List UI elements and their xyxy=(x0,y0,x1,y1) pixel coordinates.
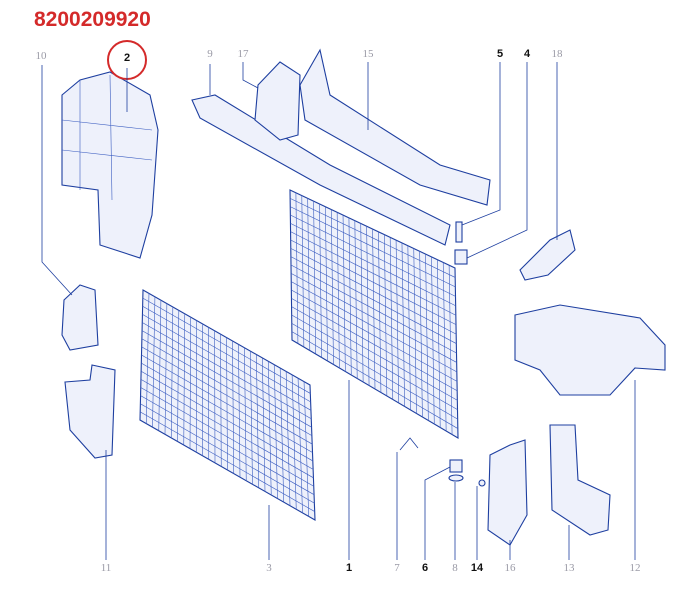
core-tube-line xyxy=(290,214,456,297)
part-11-deflector[interactable] xyxy=(64,364,116,459)
core-tube-line xyxy=(141,362,313,462)
core-tube-line xyxy=(141,346,313,445)
part-number: 8200209920 xyxy=(34,8,151,31)
callout-15[interactable]: 15 xyxy=(362,48,374,60)
core-tube-line xyxy=(142,322,312,420)
core-tube-line xyxy=(290,223,456,307)
callout-2[interactable]: 2 xyxy=(123,52,131,64)
core-tube-line xyxy=(290,273,457,363)
callout-8[interactable]: 8 xyxy=(452,562,458,574)
callout-5[interactable]: 5 xyxy=(496,48,504,60)
core-tube-line xyxy=(140,379,314,479)
core-tube-line xyxy=(291,306,458,401)
callout-9[interactable]: 9 xyxy=(207,48,213,60)
part-18-bracket[interactable] xyxy=(519,229,576,281)
part-8-washer[interactable] xyxy=(448,474,464,482)
core-tube-line xyxy=(142,297,311,394)
core-tube-line xyxy=(142,314,312,411)
core-tube-line xyxy=(141,330,312,428)
callout-16[interactable]: 16 xyxy=(504,562,516,574)
part-5-bolt[interactable] xyxy=(455,221,463,243)
core-tube-line xyxy=(291,281,457,373)
core-tube-line xyxy=(291,323,458,420)
core-tube-line xyxy=(289,198,456,278)
part-13-deflector[interactable] xyxy=(549,424,611,536)
callout-17[interactable]: 17 xyxy=(237,48,249,60)
core-tube-line xyxy=(142,305,311,403)
core-tube-line xyxy=(290,256,457,344)
callout-6[interactable]: 6 xyxy=(421,562,429,574)
part-14-screw[interactable] xyxy=(478,479,486,487)
part-3-condenser[interactable] xyxy=(139,289,316,521)
core-tube-line xyxy=(291,298,458,392)
core-tube-line xyxy=(291,289,458,382)
part-2-air-deflector[interactable] xyxy=(61,71,159,259)
part-12-air-duct[interactable] xyxy=(514,304,666,396)
core-tube-line xyxy=(140,403,315,504)
callout-7[interactable]: 7 xyxy=(394,562,400,574)
callout-12[interactable]: 12 xyxy=(629,562,641,574)
leader-lines xyxy=(41,62,636,560)
part-10-bracket[interactable] xyxy=(61,284,99,351)
part-9-upper-crossmember[interactable] xyxy=(191,94,451,246)
part-6-mount[interactable] xyxy=(449,459,463,473)
callout-14[interactable]: 14 xyxy=(470,562,484,574)
callout-10[interactable]: 10 xyxy=(35,50,47,62)
callout-13[interactable]: 13 xyxy=(563,562,575,574)
callout-3[interactable]: 3 xyxy=(266,562,272,574)
callout-4[interactable]: 4 xyxy=(523,48,531,60)
callout-11[interactable]: 11 xyxy=(100,562,112,574)
part-15-upper-cover[interactable] xyxy=(299,48,491,206)
core-tube-line xyxy=(290,231,456,316)
core-tube-line xyxy=(290,248,457,335)
core-tube-line xyxy=(141,354,313,453)
core-tube-line xyxy=(140,387,314,487)
core-tube-line xyxy=(290,239,457,325)
part-1-radiator[interactable] xyxy=(289,189,459,439)
core-tube-line xyxy=(290,206,456,288)
part-16-deflector[interactable] xyxy=(487,439,528,546)
core-tube-line xyxy=(291,331,458,429)
callout-1[interactable]: 1 xyxy=(345,562,353,574)
callout-18[interactable]: 18 xyxy=(551,48,563,60)
core-tube-line xyxy=(140,395,315,495)
core-tube-line xyxy=(291,314,458,410)
part-7-clip[interactable] xyxy=(399,437,419,451)
core-tube-line xyxy=(140,411,315,512)
core-tube-line xyxy=(141,338,313,436)
core-tube-line xyxy=(290,264,457,354)
part-17-duct[interactable] xyxy=(254,61,301,141)
core-tube-line xyxy=(140,370,314,470)
part-4-grommet[interactable] xyxy=(454,249,468,265)
